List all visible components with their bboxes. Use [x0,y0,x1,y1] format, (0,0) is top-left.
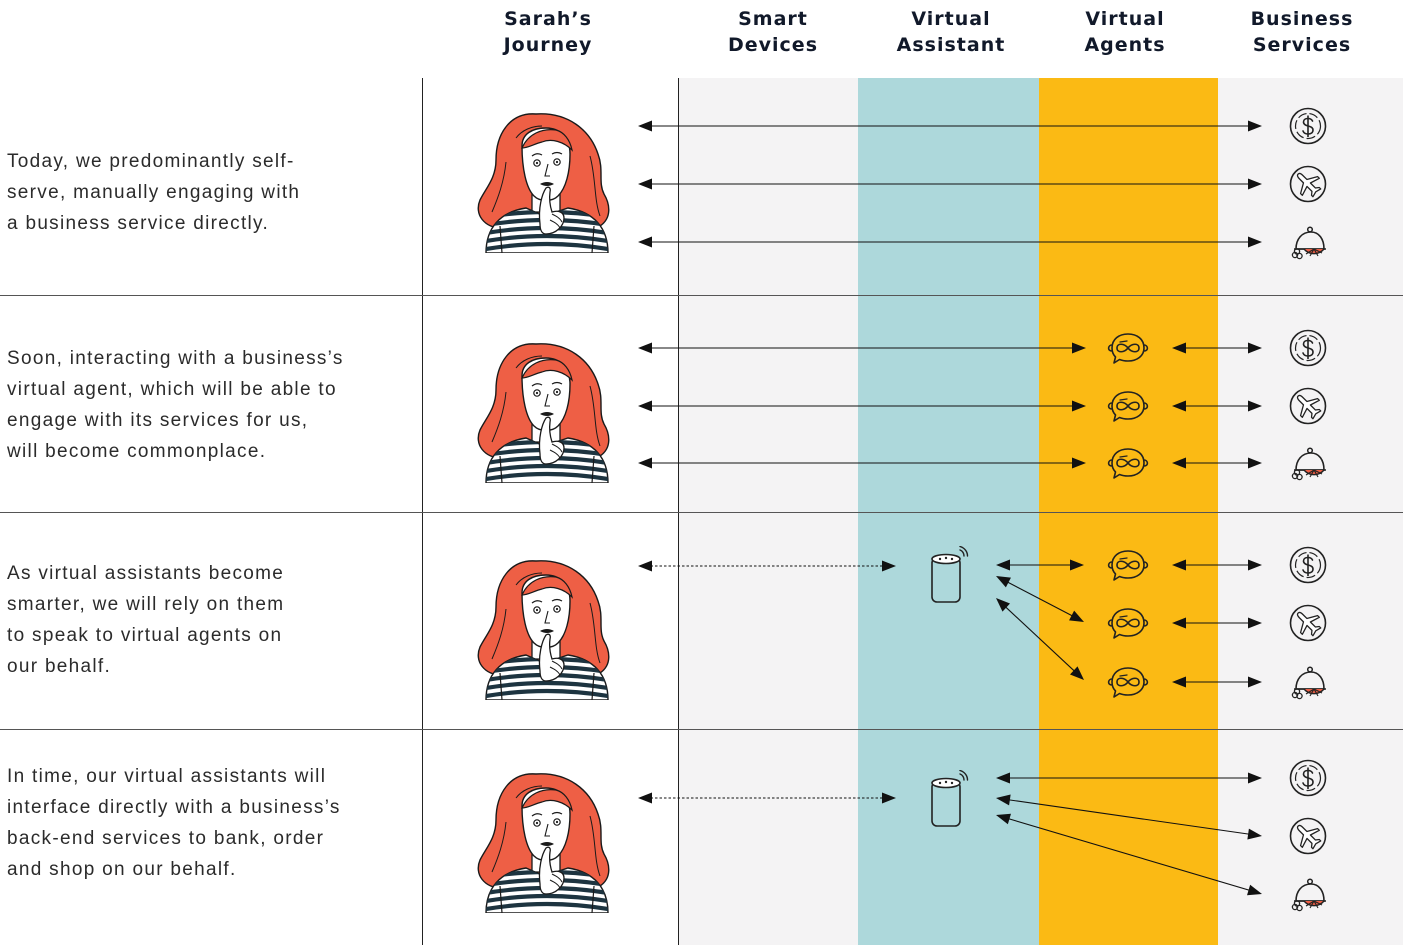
airplane-icon-row-3 [1288,603,1327,642]
dollar-coin-icon-row-3 [1289,546,1327,584]
arrow-row3-speaker-agent-3 [996,598,1084,680]
arrow-row2-to-service-2 [1172,400,1262,412]
arrow-row2-to-service-3 [1172,457,1262,469]
arrow-row4-service-3 [996,813,1262,896]
arrows [638,120,1262,896]
sarah-illustration-row-3 [478,561,614,700]
arrow-row3-agent-service-2 [1172,617,1262,629]
dollar-coin-icon-row-4 [1289,759,1327,797]
chatbot-head-icon-row2-1 [1107,333,1149,364]
food-cloche-icon-row-2 [1291,447,1327,481]
arrow-row2-to-agent-3 [638,457,1086,469]
food-cloche-icon-row-3 [1291,666,1327,700]
arrow-row2-to-agent-1 [638,342,1086,354]
dollar-coin-icon-row-1 [1289,107,1327,145]
dollar-coin-icon-row-2 [1289,329,1327,367]
arrow-row3-dashed [638,560,896,572]
arrow-row3-agent-service-1 [1172,559,1262,571]
chatbot-head-icon-row3-2 [1107,608,1149,639]
arrow-row4-service-2 [996,794,1262,840]
business-services-column [1218,78,1403,945]
arrow-row4-dashed [638,792,896,804]
airplane-icon-row-4 [1288,816,1327,855]
smart-devices-column [679,78,858,945]
arrow-row3-speaker-agent-2 [996,576,1084,622]
arrow-row2-to-service-1 [1172,342,1262,354]
arrow-row3-agent-service-3 [1172,676,1262,688]
virtual-agents-column [1039,78,1218,945]
arrow-row4-service-1 [996,772,1262,784]
smart-speaker-icon-row4 [931,770,969,827]
airplane-icon-row-1 [1288,164,1327,203]
icons [478,107,1327,914]
airplane-icon-row-2 [1288,386,1327,425]
arrow-row1-3 [638,236,1262,248]
arrow-row2-to-agent-2 [638,400,1086,412]
arrow-row3-speaker-agent-1 [996,559,1084,571]
food-cloche-icon-row-1 [1291,226,1327,260]
sarah-illustration-row-2 [478,344,614,483]
arrow-row1-1 [638,120,1262,132]
sarah-illustration-row-1 [478,114,614,253]
chatbot-head-icon-row2-3 [1107,448,1149,479]
row-1-description: Today, we predominantly self-serve, manu… [7,151,301,234]
chatbot-head-icon-row3-3 [1107,667,1149,698]
arrow-row1-2 [638,178,1262,190]
smart-speaker-icon-row3 [931,546,969,603]
sarah-illustration-row-4 [478,774,614,913]
chatbot-head-icon-row2-2 [1107,391,1149,422]
food-cloche-icon-row-4 [1291,878,1327,912]
chatbot-head-icon-row3-1 [1107,550,1149,581]
